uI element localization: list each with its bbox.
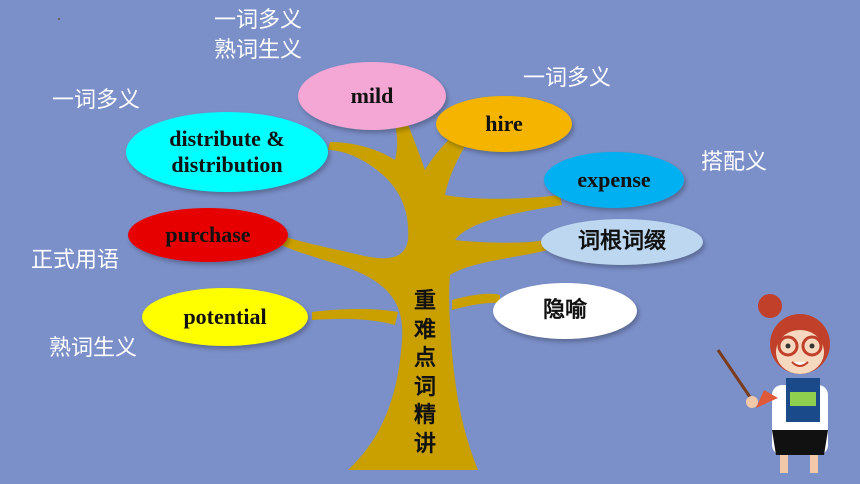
trunk-title: 重难点词精讲 [413,289,436,457]
word-purchase: purchase [165,221,251,247]
teacher-face [776,330,824,374]
note-mild-2: 熟词生义 [214,38,303,63]
word-expense: expense [577,166,651,192]
word-bubble-potential[interactable]: potential [142,288,308,346]
note-hire: 一词多义 [523,66,612,91]
teacher-arm-left [756,390,778,408]
word-bubble-distribute[interactable]: distribute & distribution [126,112,328,192]
note-purchase: 正式用语 [31,248,120,273]
glasses-left-icon [777,335,799,357]
note-distribute: 一词多义 [52,88,141,113]
teacher-hair-bun [758,294,782,318]
teacher-illustration [716,294,830,473]
glasses-right-icon [801,335,823,357]
word-bubble-hire[interactable]: hire [436,96,572,152]
teacher-leg-right [810,455,818,473]
pointer-stick [716,349,754,401]
tree-trunk [280,108,562,470]
note-mild-1: 一词多义 [214,8,303,33]
word-bubble-root-affix[interactable]: 词根词缀 [541,219,703,265]
word-hire: hire [485,110,523,136]
tree-branch-right-low [452,293,500,310]
word-bubble-purchase[interactable]: purchase [128,208,288,262]
eye-right [809,343,815,349]
word-distribute: distribute & [169,125,285,151]
note-potential: 熟词生义 [49,336,138,361]
teacher-smile [791,361,809,367]
teacher-leg-left [780,455,788,473]
word-bubble-mild[interactable]: mild [298,62,446,130]
stray-dot [58,18,60,20]
word-bubble-expense[interactable]: expense [544,152,684,208]
teacher-skirt [772,430,828,455]
word-distribution: distribution [171,152,283,177]
eye-left [785,343,791,349]
note-expense: 搭配义 [701,150,768,175]
word-bubble-metaphor[interactable]: 隐喻 [493,283,637,339]
word-root-affix: 词根词缀 [577,228,666,254]
word-potential: potential [183,303,267,329]
teacher-book-label [790,392,816,406]
tree-branch-left-low [312,309,398,325]
word-mild: mild [350,82,394,108]
word-metaphor: 隐喻 [542,297,587,323]
teacher-hand [746,396,758,408]
